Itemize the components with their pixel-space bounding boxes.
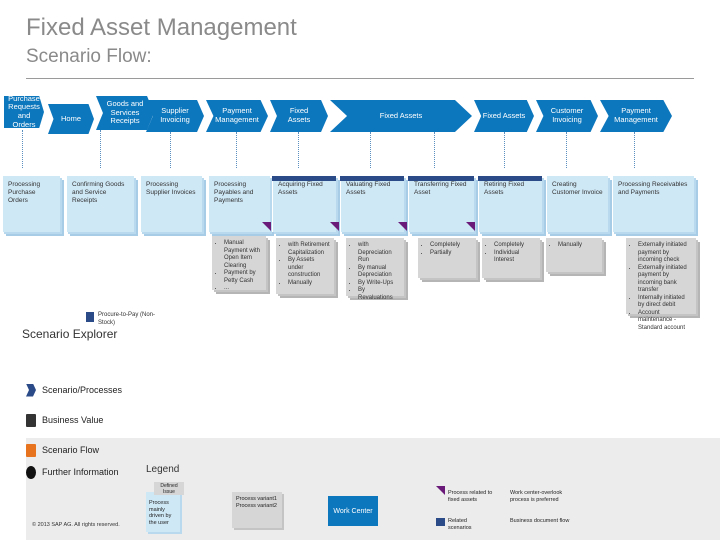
fixed-asset-marker (398, 222, 407, 231)
page-title: Fixed Asset Management (26, 14, 297, 41)
process-home[interactable]: Home (48, 104, 94, 134)
legend-wc-note: Work center-overlook process is preferre… (510, 490, 563, 504)
legend-related: Related scenarios (448, 518, 472, 532)
connector (434, 132, 435, 168)
process-fixed-assets-2[interactable]: Fixed Assets (330, 100, 472, 132)
step-cap (408, 176, 474, 181)
processes-icon (26, 383, 36, 397)
step-processing-receivables[interactable]: Processing Receivables and Payments (612, 176, 694, 232)
step-acquiring-fixed-assets[interactable]: Acquiring Fixed Assets (272, 176, 336, 232)
process-customer-invoicing[interactable]: Customer Invoicing (536, 100, 598, 132)
page-subtitle: Scenario Flow: (26, 46, 152, 67)
variant-box-acquiring: with Retirement CapitalizationBy Assets … (276, 238, 334, 294)
legend-title: Legend (146, 464, 180, 475)
connector (370, 132, 371, 168)
step-transferring-fixed-asset[interactable]: Transferring Fixed Asset (408, 176, 474, 232)
step-retiring-fixed-assets[interactable]: Retiring Fixed Assets (478, 176, 542, 232)
explorer-item-business-value[interactable]: Business Value (26, 408, 720, 432)
flow-marker-icon (86, 312, 94, 322)
connector (504, 132, 505, 168)
step-processing-payables[interactable]: Processing Payables and Payments (208, 176, 270, 232)
info-icon (26, 466, 36, 479)
legend-tag-sample: Defined Issue (154, 482, 184, 495)
fixed-asset-marker (466, 222, 475, 231)
step-cap (478, 176, 542, 181)
legend-work-center: Work Center (328, 496, 378, 526)
explorer-item-scenario-processes[interactable]: Scenario/Processes (26, 378, 720, 402)
process-goods-receipts[interactable]: Goods and Services Receipts (96, 96, 154, 130)
variant-box-retiring: CompletelyIndividual Interest (482, 238, 540, 278)
flow-note: Procure-to-Pay (Non-Stock) (98, 312, 156, 326)
legend-purple-marker (436, 486, 445, 495)
process-payment-management[interactable]: Payment Management (206, 100, 268, 132)
step-processing-purchase-orders[interactable]: Processing Purchase Orders (2, 176, 60, 232)
process-purchase-requests[interactable]: Purchase Requests and Orders (4, 96, 44, 128)
related-icon (436, 518, 445, 526)
explorer-item-scenario-flow[interactable]: Scenario Flow (26, 438, 720, 462)
calculator-icon (26, 413, 36, 427)
step-creating-customer-invoice[interactable]: Creating Customer Invoice (546, 176, 608, 232)
step-cap (340, 176, 404, 181)
explorer-title: Scenario Explorer (22, 327, 118, 341)
step-confirming-receipts[interactable]: Confirming Goods and Service Receipts (66, 176, 134, 232)
process-fixed-assets-1[interactable]: Fixed Assets (270, 100, 328, 132)
variant-box-invoice: Manually (546, 238, 602, 272)
connector (634, 132, 635, 168)
connector (298, 132, 299, 168)
process-supplier-invoicing[interactable]: Supplier Invoicing (146, 100, 204, 132)
connector (236, 132, 237, 168)
process-fixed-assets-3[interactable]: Fixed Assets (474, 100, 534, 132)
connector (100, 130, 101, 168)
legend-purple-note: Process related to fixed assets (448, 490, 493, 504)
step-cap (272, 176, 336, 181)
process-payment-management-2[interactable]: Payment Management (600, 100, 672, 132)
variant-box-transferring: CompletelyPartially (418, 238, 476, 278)
connector (170, 132, 171, 168)
connector (22, 130, 23, 168)
fixed-asset-marker (262, 222, 271, 231)
copyright: © 2013 SAP AG. All rights reserved. (32, 522, 120, 528)
variant-box-valuating: with Depreciation RunBy manual Depreciat… (346, 238, 404, 301)
legend-flow-note: Business document flow (510, 518, 570, 524)
title-divider (26, 78, 694, 79)
step-processing-supplier-invoices[interactable]: Processing Supplier Invoices (140, 176, 202, 232)
monitor-icon (26, 443, 36, 457)
fixed-asset-marker (330, 222, 339, 231)
variant-box-receivables: Externally initiated payment by incoming… (626, 238, 696, 331)
legend-step-sample: Process mainly driven by the user (146, 492, 180, 532)
step-valuating-fixed-assets[interactable]: Valuating Fixed Assets (340, 176, 404, 232)
connector (566, 132, 567, 168)
variant-box-payments: Manual Payment with Open Item ClearingPa… (212, 236, 266, 291)
